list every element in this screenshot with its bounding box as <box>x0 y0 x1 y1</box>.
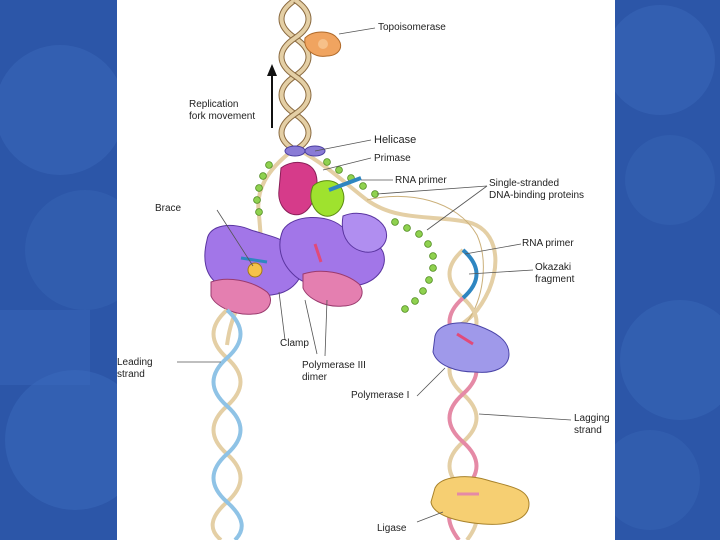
fork-movement-arrow <box>267 64 277 128</box>
label-rna-primer-top: RNA primer <box>395 175 447 186</box>
ligase-protein <box>430 476 530 525</box>
label-helicase: Helicase <box>374 134 417 146</box>
label-topoisomerase: Topoisomerase <box>378 22 446 33</box>
label-lagging-strand: Lagging strand <box>574 413 610 436</box>
label-brace: Brace <box>155 203 182 214</box>
dna-replication-illustration <box>177 0 572 540</box>
label-rna-primer-right: RNA primer <box>522 238 574 249</box>
label-ssb-proteins: Single-stranded DNA-binding proteins <box>489 178 585 201</box>
primase-protein <box>278 162 362 217</box>
label-leading-strand: Leading strand <box>117 357 153 380</box>
label-clamp: Clamp <box>280 338 309 349</box>
parental-dna-helix <box>278 0 312 153</box>
label-okazaki-fragment: Okazaki fragment <box>535 262 575 285</box>
label-primase: Primase <box>374 153 411 164</box>
label-leader-lines <box>177 27 572 523</box>
diagram-panel: Topoisomerase Replication fork movement … <box>117 0 615 540</box>
label-ligase: Ligase <box>377 523 407 534</box>
label-polymerase-i: Polymerase I <box>351 390 410 401</box>
topoisomerase-protein <box>304 31 342 57</box>
helicase-protein <box>284 145 326 157</box>
polymerase-i-protein <box>432 322 510 373</box>
label-replication-fork-movement: Replication fork movement <box>189 99 256 122</box>
label-polymerase-iii-dimer: Polymerase III dimer <box>302 360 366 383</box>
polymerase-iii-dimer <box>204 212 387 315</box>
leading-strand-helix <box>210 308 244 540</box>
